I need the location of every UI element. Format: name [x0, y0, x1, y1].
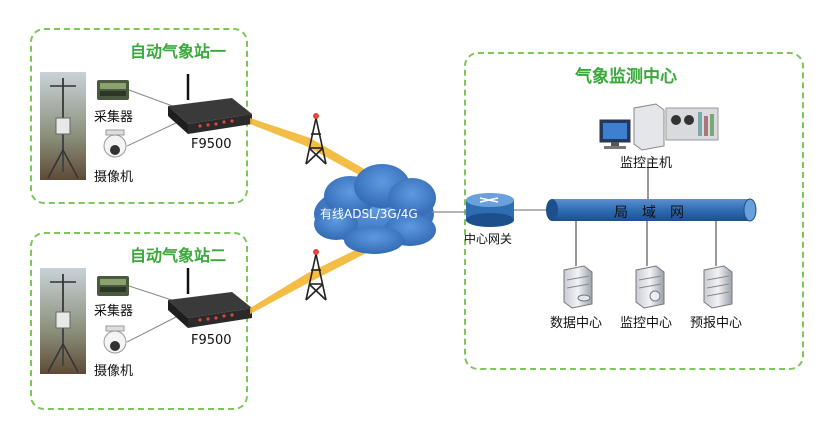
router-one-label: F9500 — [191, 137, 232, 152]
camera-one-label: 摄像机 — [94, 170, 134, 185]
camera-two-label: 摄像机 — [94, 364, 134, 379]
station-one-photo — [40, 72, 86, 180]
router-one-icon — [168, 74, 252, 134]
lan-label: 局 域 网 — [614, 205, 684, 221]
host-label: 监控主机 — [620, 156, 673, 171]
cloud-icon — [314, 164, 436, 254]
gateway-icon — [466, 193, 514, 227]
monitoring-center-box — [464, 52, 804, 370]
collector-one-icon — [97, 80, 129, 100]
tower-two-icon — [305, 249, 327, 301]
monitor-center-label: 监控中心 — [620, 316, 673, 331]
station-two-title: 自动气象站二 — [130, 246, 227, 265]
collector-one-label: 采集器 — [94, 110, 134, 125]
router-two-icon — [168, 268, 252, 328]
tower-one-icon — [305, 113, 327, 165]
forecast-center-label: 预报中心 — [690, 316, 743, 331]
collector-two-icon — [97, 276, 129, 296]
station-one-title: 自动气象站一 — [130, 42, 227, 61]
data-center-server-icon — [563, 265, 593, 309]
data-center-label: 数据中心 — [550, 316, 603, 331]
router-two-label: F9500 — [191, 333, 232, 348]
collector-two-label: 采集器 — [94, 304, 134, 319]
wireless-link-one — [250, 118, 380, 182]
host-screenshot — [665, 107, 719, 141]
center-title: 气象监测中心 — [575, 67, 677, 87]
monitor-host-icon — [599, 103, 665, 151]
wireless-link-two — [250, 242, 380, 314]
station-two-box — [30, 232, 248, 410]
camera-one-icon — [103, 129, 127, 158]
gateway-label: 中心网关 — [464, 232, 513, 246]
camera-two-icon — [103, 325, 127, 354]
lan-bus — [546, 198, 757, 222]
monitor-center-server-icon — [635, 265, 665, 309]
cloud-label: 有线ADSL/3G/4G — [320, 207, 418, 221]
forecast-center-server-icon — [703, 265, 733, 309]
station-two-photo — [40, 268, 86, 374]
